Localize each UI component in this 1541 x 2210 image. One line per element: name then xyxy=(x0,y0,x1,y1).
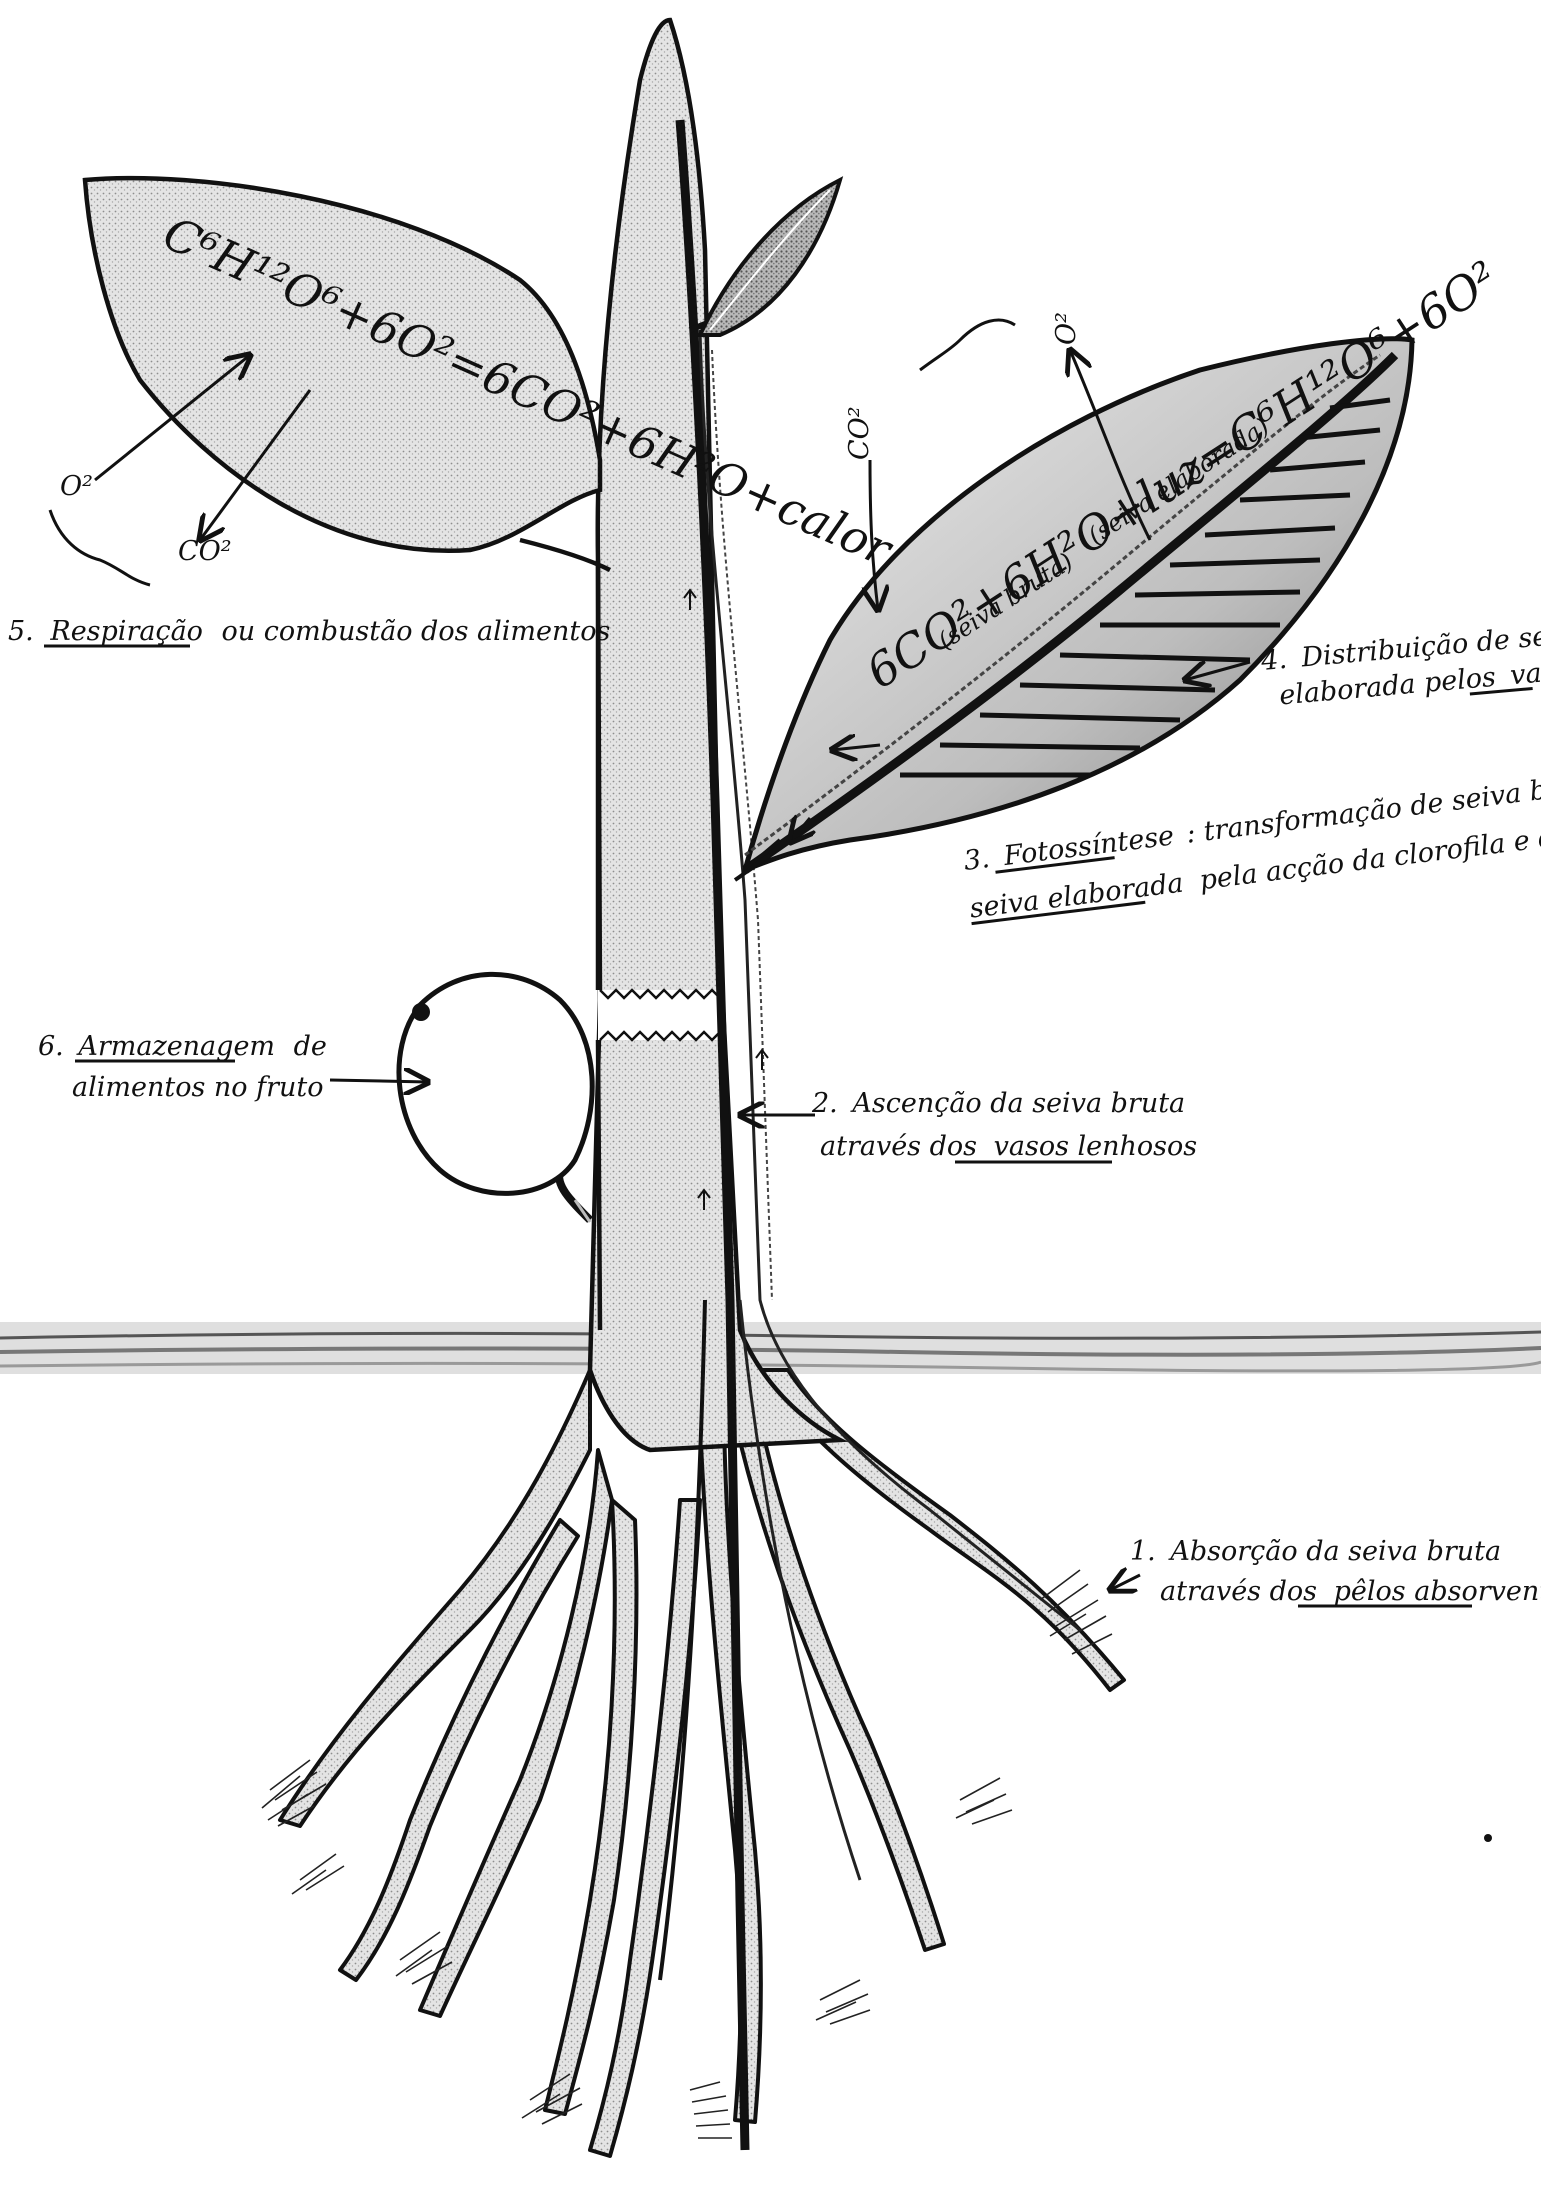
label-ascension: 2. Ascenção da seiva bruta através dos v… xyxy=(811,1088,1197,1162)
storage-line2: alimentos no fruto xyxy=(72,1072,324,1103)
svg-text:1. Absorção da seiva bru: 1. Absorção da seiva bruta xyxy=(1130,1536,1501,1567)
respiration-keyword: Respiração xyxy=(49,616,203,647)
respiration-number: 5. xyxy=(8,616,34,647)
svg-text:6. Armazenagem de: 6. Armazenagem de xyxy=(38,1031,327,1062)
respiration-o2-label: O² xyxy=(60,471,93,502)
photosynthesis-line2-key: seiva elaborada xyxy=(968,868,1185,925)
svg-text:5. Respiração ou c: 5. Respiração ou combustão dos alimentos xyxy=(8,616,610,647)
svg-text:através dos vasos lenhos: através dos vasos lenhosos xyxy=(820,1131,1197,1162)
absorption-number: 1. xyxy=(1130,1536,1156,1567)
absorption-line2-key: pêlos absorventes xyxy=(1334,1576,1541,1607)
fruit xyxy=(399,974,592,1222)
respiration-rest: ou combustão dos alimentos xyxy=(222,616,611,647)
svg-text:através dos pêlos absorv: através dos pêlos absorventes xyxy=(1160,1576,1541,1607)
ascension-line1: Ascenção da seiva bruta xyxy=(849,1088,1185,1119)
roots xyxy=(280,1370,1124,2156)
label-respiration: 5. Respiração ou combustão dos alimentos xyxy=(8,616,610,647)
storage-line1-rest: de xyxy=(294,1031,327,1062)
label-distribution: 4. Distribuição de seiva elaborada pelos… xyxy=(1259,605,1541,712)
svg-text:2. Ascenção da seiva bru: 2. Ascenção da seiva bruta xyxy=(811,1088,1185,1119)
distribution-line1: Distribuição de seiva xyxy=(1299,618,1541,674)
storage-keyword: Armazenagem xyxy=(75,1031,275,1062)
photo-co2-label: CO² xyxy=(844,406,875,460)
label-storage: 6. Armazenagem de alimentos no fruto xyxy=(38,1031,327,1103)
ascension-line2-pre: através dos xyxy=(820,1131,977,1162)
photo-o2-label: O² xyxy=(1051,312,1082,345)
ascension-number: 2. xyxy=(811,1088,838,1119)
ascension-line2-key: vasos lenhosos xyxy=(994,1131,1198,1162)
photosynthesis-keyword: Fotossíntese xyxy=(1001,820,1176,872)
distribution-number: 4. xyxy=(1259,644,1288,677)
ink-dot xyxy=(1484,1834,1492,1842)
fruit-dot xyxy=(412,1003,430,1021)
absorption-line2-pre: através dos xyxy=(1160,1576,1317,1607)
storage-number: 6. xyxy=(38,1031,64,1062)
label-absorption: 1. Absorção da seiva bruta através dos p… xyxy=(1130,1536,1541,1607)
photosynthesis-number: 3. xyxy=(962,843,991,877)
absorption-line1: Absorção da seiva bruta xyxy=(1167,1536,1501,1567)
bud-leaf xyxy=(700,180,840,335)
respiration-co2-label: CO² xyxy=(178,536,232,567)
